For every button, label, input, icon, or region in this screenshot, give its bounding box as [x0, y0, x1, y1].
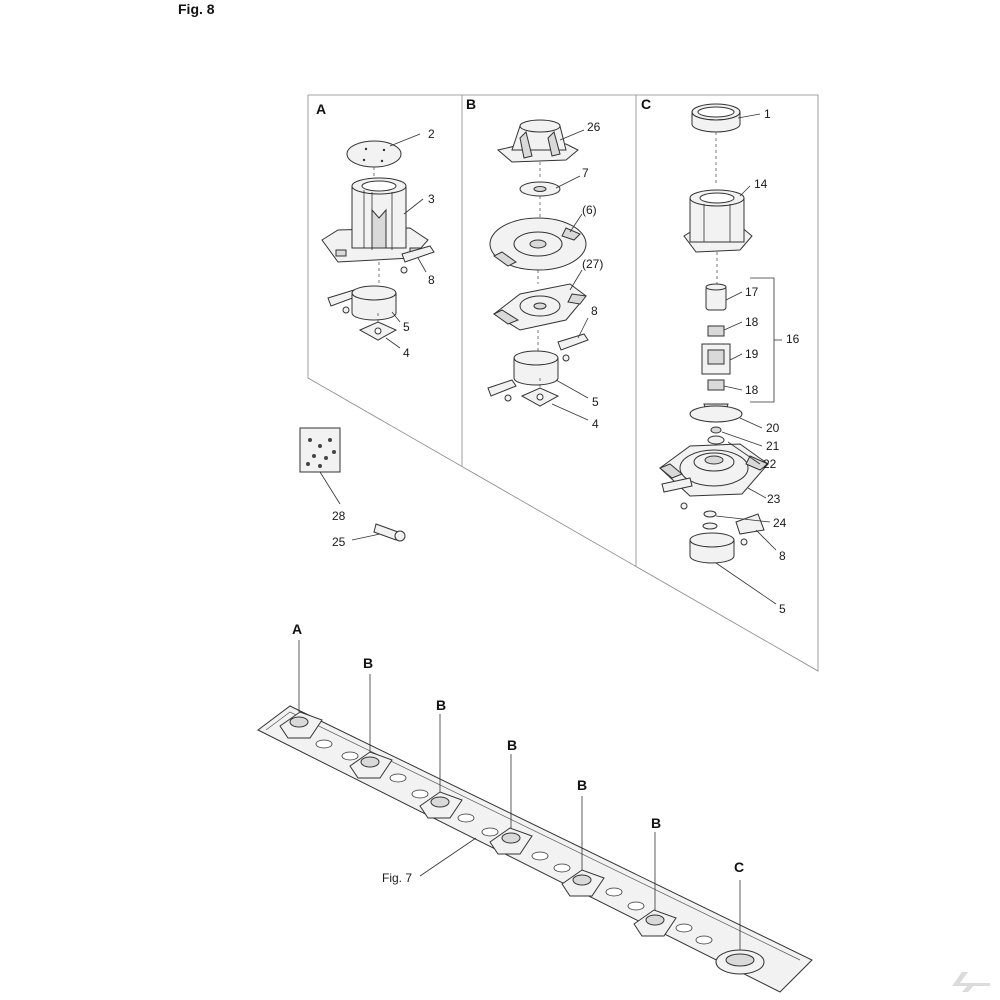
section-label-a: A — [316, 101, 326, 117]
callout-c-21: 21 — [766, 439, 780, 453]
figure-title: Fig. 8 — [178, 1, 215, 17]
callout-c-23: 23 — [767, 492, 781, 506]
callout-a-2: 2 — [428, 127, 435, 141]
washer-part-20 — [689, 405, 743, 423]
bar-hub-a — [279, 711, 323, 739]
nut-part-21 — [710, 426, 722, 434]
callout-28: 28 — [332, 509, 346, 523]
bar-label-b4: B — [577, 777, 587, 793]
blade-part-25 — [373, 523, 406, 542]
callout-b-4: 4 — [592, 417, 599, 431]
ring-part-5-c — [689, 532, 735, 564]
callout-b-7: 7 — [582, 166, 589, 180]
disc-part-6 — [489, 217, 587, 271]
callout-25: 25 — [332, 535, 346, 549]
blade-part-8 — [401, 245, 435, 263]
callout-b-8: 8 — [591, 304, 598, 318]
callout-b-27: (27) — [582, 257, 603, 271]
callout-a-8: 8 — [428, 273, 435, 287]
callout-b-5: 5 — [592, 395, 599, 409]
bar-hub-b4 — [561, 869, 605, 897]
callout-a-3: 3 — [428, 192, 435, 206]
callout-c-18b: 18 — [745, 383, 759, 397]
yoke-part-19 — [701, 343, 731, 375]
callout-c-22: 22 — [763, 457, 777, 471]
washer-part-24 — [703, 510, 717, 518]
spacer-part-18 — [707, 325, 725, 337]
bar-reference-label: Fig. 7 — [382, 871, 412, 885]
bar-hub-b2 — [419, 791, 463, 819]
callout-c-1: 1 — [764, 107, 771, 121]
callout-c-14: 14 — [754, 177, 768, 191]
section-label-c: C — [641, 96, 651, 112]
loose-parts — [299, 427, 406, 542]
callout-c-16: 16 — [786, 332, 800, 346]
hardware-bag-part-28 — [299, 427, 341, 473]
cap-part-26 — [496, 119, 579, 163]
bar-hub-b1 — [349, 751, 393, 779]
cutter-bar — [257, 640, 813, 993]
callout-c-24: 24 — [773, 516, 787, 530]
bar-label-b1: B — [363, 655, 373, 671]
brand-logo-icon — [952, 972, 990, 992]
bar-label-b5: B — [651, 815, 661, 831]
bar-label-b3: B — [507, 737, 517, 753]
ring-part-1 — [691, 103, 741, 133]
section-b-parts — [487, 119, 589, 421]
callout-b-6: (6) — [582, 203, 597, 217]
bar-label-c: C — [734, 859, 744, 875]
ring-part-5-b — [513, 350, 559, 386]
panel-frame — [307, 94, 819, 672]
housing-part-3 — [321, 177, 429, 263]
callout-c-5: 5 — [779, 602, 786, 616]
callout-c-19: 19 — [745, 347, 759, 361]
section-a-parts — [321, 133, 435, 349]
bar-hub-c — [715, 949, 765, 975]
bar-label-a: A — [292, 621, 302, 637]
housing-part-14 — [683, 189, 753, 253]
section-label-b: B — [466, 96, 476, 112]
callout-c-8: 8 — [779, 549, 786, 563]
callout-c-18: 18 — [745, 315, 759, 329]
bar-hub-b5 — [633, 909, 677, 937]
callout-c-17: 17 — [745, 285, 759, 299]
ring-part-5 — [351, 285, 397, 321]
callout-a-4: 4 — [403, 346, 410, 360]
callout-a-5: 5 — [403, 320, 410, 334]
disc-part-27 — [493, 283, 587, 331]
callout-b-26: 26 — [587, 120, 601, 134]
bar-hub-b3 — [489, 827, 533, 855]
callout-c-20: 20 — [766, 421, 780, 435]
section-c-parts — [659, 103, 782, 605]
bar-label-b2: B — [436, 697, 446, 713]
